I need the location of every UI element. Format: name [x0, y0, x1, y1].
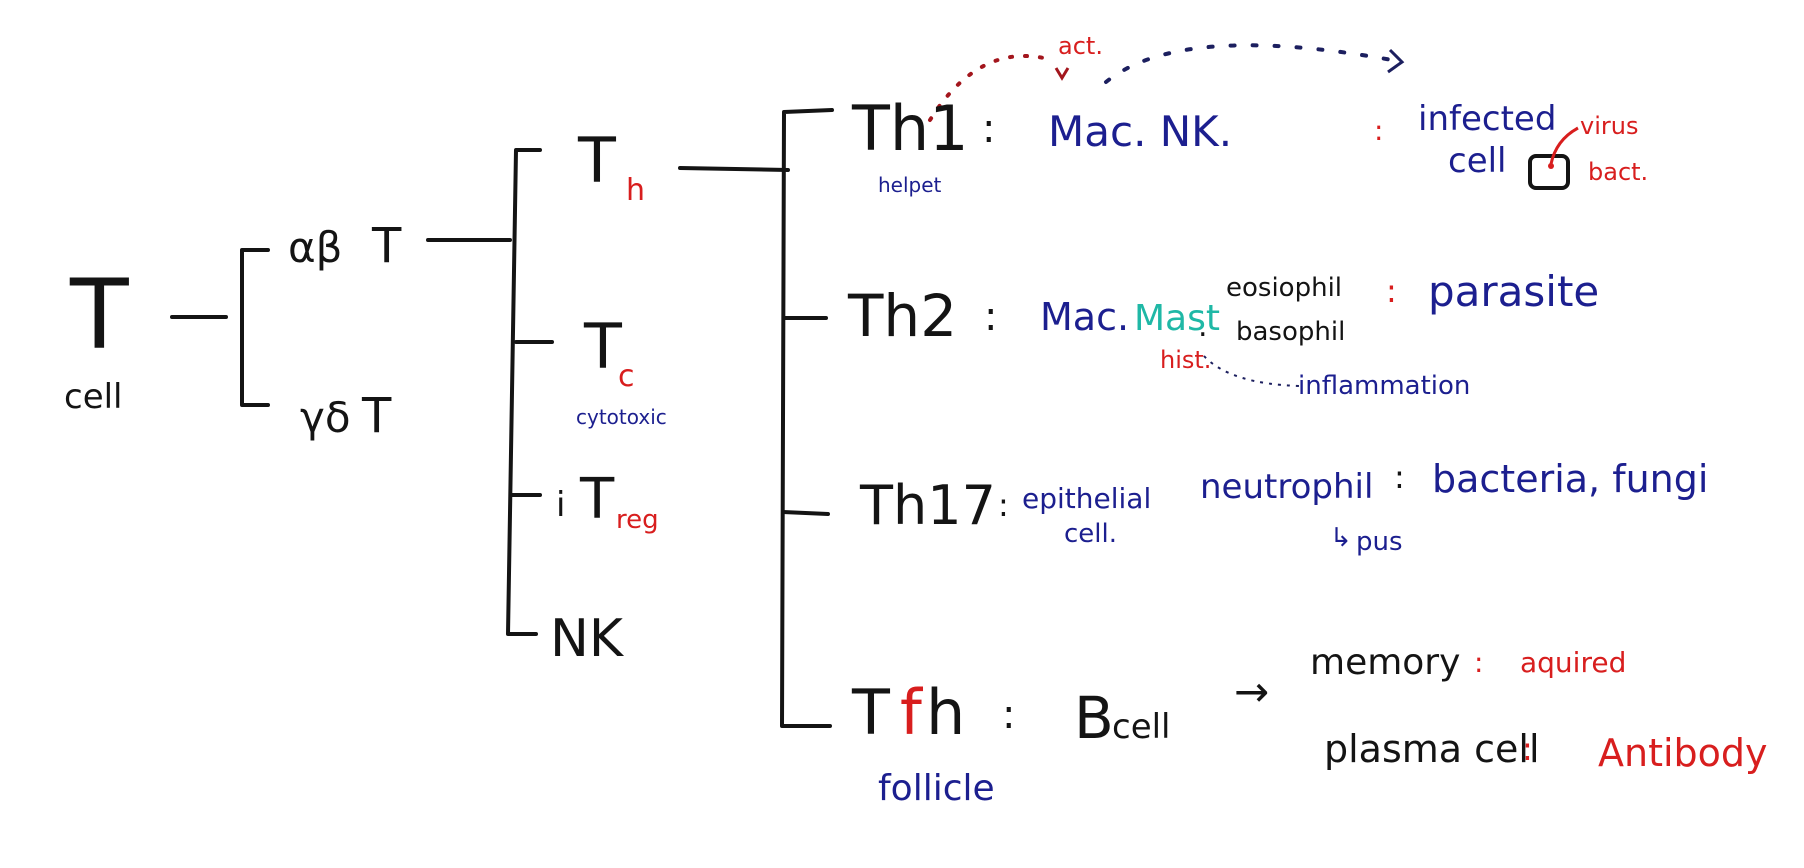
- tfh-antibody: Antibody: [1598, 731, 1768, 775]
- th17-epithelial: epithelial: [1022, 482, 1151, 515]
- itreg-prefix: i: [556, 485, 565, 525]
- virus-label: virus: [1580, 112, 1638, 140]
- th17-epithelial-cell: cell.: [1064, 519, 1117, 549]
- bracket-level1: [240, 248, 270, 407]
- th1-cells: Mac. NK.: [1048, 107, 1232, 156]
- th-connector: [678, 166, 790, 172]
- tfh-arrow-icon: →: [1234, 667, 1269, 716]
- tfh-f: f: [900, 676, 924, 749]
- th1-colon: :: [982, 106, 995, 152]
- tfh-acquired: aquired: [1520, 646, 1626, 679]
- root-cell-label: cell: [64, 377, 123, 417]
- th17-label: Th17: [859, 474, 996, 537]
- act-dotted-curve: [928, 54, 1054, 122]
- itreg-t: T: [579, 467, 615, 532]
- tfh-plasma-cell: plasma cell: [1324, 727, 1540, 771]
- connector-lines: [170, 108, 834, 728]
- th17-colon2: :: [1394, 458, 1405, 496]
- th2-dot: .: [1198, 309, 1208, 344]
- bracket-level3: [780, 108, 834, 728]
- tfh-colon2: :: [1474, 646, 1483, 679]
- th2-mast: Mast: [1134, 298, 1220, 339]
- tfh-t: T: [851, 676, 891, 749]
- th2-target-parasite: parasite: [1428, 267, 1599, 316]
- th2-eosinophil: eosiophil: [1226, 273, 1342, 303]
- bracket-level2: [506, 148, 542, 636]
- th17-colon: :: [998, 486, 1009, 524]
- tfh-colon: :: [1002, 692, 1015, 738]
- th1-label: Th1: [851, 92, 969, 165]
- th2-inflammation: inflammation: [1298, 371, 1470, 401]
- pus-arrow-icon: ↳: [1330, 523, 1352, 553]
- tfh-memory: memory: [1310, 642, 1460, 683]
- th2-colon2: :: [1386, 272, 1397, 310]
- root-t: T: [69, 259, 129, 371]
- act-label: act.: [1058, 32, 1103, 60]
- th1-dotted-arrow: [1104, 43, 1394, 84]
- pathogen-pointer: [1549, 126, 1579, 165]
- gamma-delta-t: T: [361, 388, 392, 444]
- tc-sub-c: c: [618, 359, 635, 394]
- th17-pus: pus: [1356, 527, 1403, 557]
- infected-cell-box-icon: [1528, 154, 1570, 190]
- inflammation-dashed-link: [1203, 355, 1301, 387]
- th2-basophil: basophil: [1236, 317, 1345, 347]
- th17-neutrophil: neutrophil: [1200, 467, 1373, 507]
- th-t: T: [577, 124, 617, 197]
- alpha-beta-symbol: αβ: [288, 223, 343, 272]
- tc-note-cytotoxic: cytotoxic: [576, 405, 667, 429]
- nk-label: NK: [550, 609, 625, 669]
- th2-colon: :: [984, 294, 997, 340]
- tfh-colon3: :: [1522, 730, 1533, 768]
- th1-target-infected: infected: [1418, 99, 1556, 139]
- th1-note-helpet: helpet: [878, 173, 942, 197]
- th2-hist: hist.: [1160, 346, 1211, 374]
- th17-tick: [781, 510, 830, 516]
- th-sub-h: h: [626, 173, 645, 208]
- th1-target-cell: cell: [1448, 141, 1507, 181]
- tfh-bcell-b: B: [1074, 684, 1114, 752]
- th17-target-bacteria-fungi: bacteria, fungi: [1432, 457, 1708, 501]
- itreg-sub-reg: reg: [616, 505, 659, 535]
- tfh-h: h: [926, 676, 965, 749]
- act-arrowhead: [1054, 67, 1070, 81]
- gamma-delta-symbol: γδ: [300, 393, 351, 442]
- th1-arrowhead: [1387, 48, 1405, 74]
- bact-label: bact.: [1588, 158, 1648, 186]
- alpha-beta-t: T: [371, 218, 402, 274]
- tc-t: T: [583, 310, 623, 383]
- pathogen-dot-icon: [1548, 163, 1554, 169]
- th2-mac: Mac.: [1040, 295, 1129, 339]
- tfh-note-follicle: follicle: [878, 768, 995, 809]
- th1-colon2: :: [1374, 114, 1383, 147]
- tfh-bcell-rest: cell: [1112, 707, 1171, 747]
- th2-label: Th2: [847, 282, 957, 350]
